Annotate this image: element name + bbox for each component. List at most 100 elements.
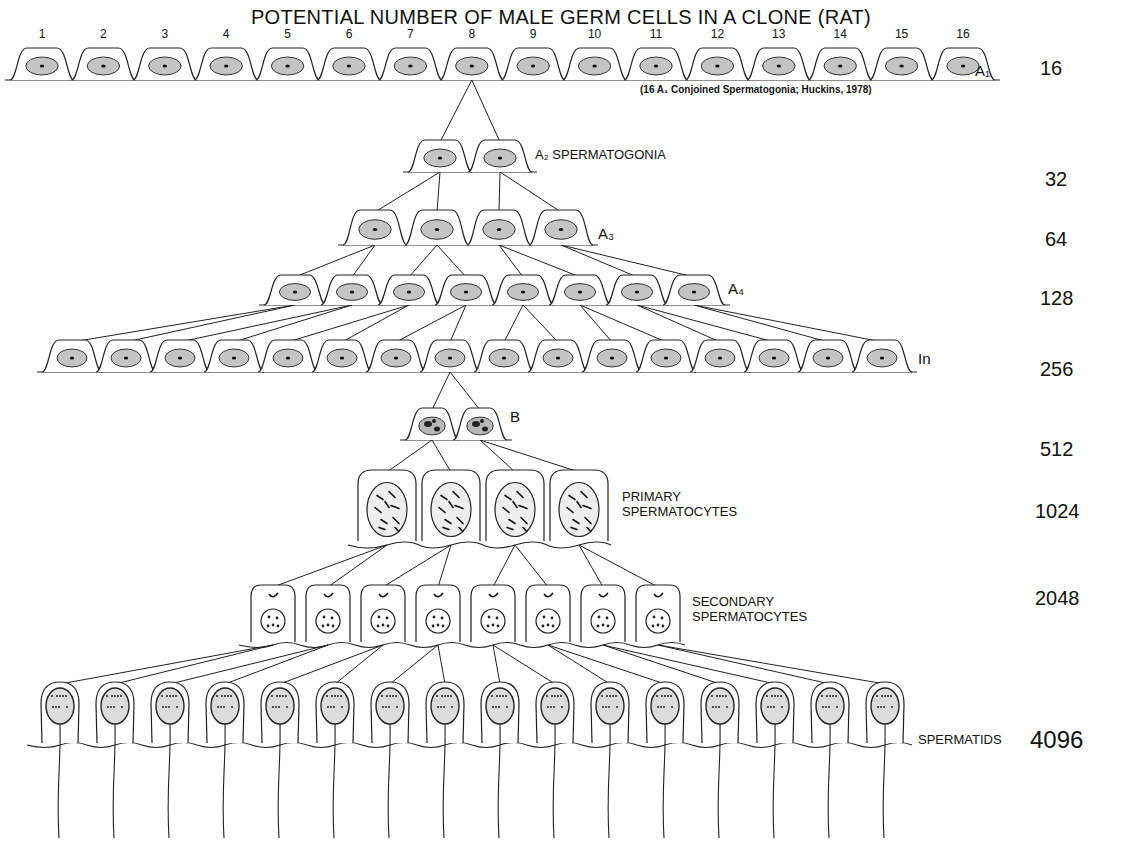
stipple-dot <box>671 706 673 708</box>
nucleus <box>701 57 733 75</box>
chromosome-mark <box>517 492 523 498</box>
cell-count: 16 <box>1040 57 1062 80</box>
lineage-line <box>234 305 352 342</box>
cell-row <box>259 275 730 305</box>
nucleus <box>507 284 538 301</box>
nucleolus <box>578 290 582 293</box>
nucleolus <box>124 356 128 359</box>
stipple-dot <box>777 695 779 697</box>
chromosome-mark <box>583 506 591 509</box>
stage-label: SPERMATIDS <box>918 733 1002 748</box>
stipple-dot <box>612 695 614 697</box>
nucleolus <box>448 356 452 359</box>
stipple-dot <box>561 706 563 708</box>
chromatin-dot <box>322 625 325 628</box>
nucleus <box>543 349 573 367</box>
nucleus <box>336 284 367 301</box>
nucleus <box>165 349 195 367</box>
lineage-line <box>493 545 515 587</box>
lineage-line <box>658 645 885 684</box>
stipple-dot <box>774 695 776 697</box>
cell-row <box>403 140 537 172</box>
stipple-dot <box>502 695 504 697</box>
stage-label: B <box>510 408 520 425</box>
chromosome-mark <box>443 528 449 530</box>
stipple-dot <box>821 695 823 697</box>
chromosome-mark <box>375 508 381 513</box>
stipple-dot <box>395 695 397 697</box>
chromosome-mark <box>513 502 517 508</box>
cell-count: 256 <box>1040 358 1073 381</box>
stipple-dot <box>829 695 831 697</box>
chromatin-dot <box>657 624 660 627</box>
chromosome-mark <box>505 496 511 500</box>
lineage-line <box>450 372 480 410</box>
stipple-dot <box>223 706 225 708</box>
nucleus <box>467 417 493 435</box>
stipple-dot <box>286 706 288 708</box>
stipple-dot <box>547 706 549 708</box>
flagellum <box>168 724 170 838</box>
lineage-line <box>548 645 610 684</box>
chromatin-dot <box>606 617 609 620</box>
nucleus <box>484 149 516 167</box>
cell-outline <box>317 48 381 80</box>
stipple-dot <box>216 695 218 697</box>
stipple-dot <box>605 706 607 708</box>
lineage-line <box>72 305 295 342</box>
cell-outline <box>582 340 642 372</box>
stipple-dot <box>836 706 838 708</box>
spermatid-head <box>156 688 184 724</box>
cell-count: 4096 <box>1030 726 1083 754</box>
chromosome-mark <box>395 528 399 532</box>
stipple-dot <box>780 695 782 697</box>
cell-outline <box>204 340 264 372</box>
cell-number: 12 <box>711 28 724 42</box>
spermatid-head <box>541 688 569 724</box>
lineage-line <box>280 645 383 684</box>
stipple-dot <box>330 706 332 708</box>
nucleus <box>824 57 856 75</box>
golgi-mark <box>379 593 388 597</box>
nucleus <box>435 349 465 367</box>
golgi-mark <box>599 593 608 597</box>
lineage-line <box>328 545 387 587</box>
cell-number: 9 <box>530 28 537 42</box>
chromatin-dot <box>602 624 605 627</box>
chromatin-dot <box>542 625 545 628</box>
spermatocyte-outline <box>526 585 570 642</box>
chromosome-mark <box>509 520 515 524</box>
golgi-mark <box>489 593 498 597</box>
stipple-dot <box>716 695 718 697</box>
nucleolus <box>838 64 842 67</box>
chromatin-dot <box>662 625 665 628</box>
stipple-dot <box>606 695 608 697</box>
stipple-dot <box>506 706 508 708</box>
membrane-line <box>27 743 912 748</box>
chromatin-dot <box>276 617 279 620</box>
stipple-dot <box>381 695 383 697</box>
chromatin-dot <box>386 617 389 620</box>
chromatin-dot <box>272 624 275 627</box>
stipple-dot <box>341 706 343 708</box>
stipple-dot <box>773 706 775 708</box>
stipple-dot <box>715 706 717 708</box>
nucleus <box>705 349 735 367</box>
stipple-dot <box>560 695 562 697</box>
chromatin-dot <box>597 625 600 628</box>
nucleolus <box>880 356 884 359</box>
nucleus <box>483 220 515 240</box>
chromatin <box>482 427 488 432</box>
nucleolus <box>438 156 442 159</box>
chromosome-mark <box>571 528 577 530</box>
lineage-line <box>390 645 438 684</box>
cell-outline <box>529 210 593 245</box>
nucleolus <box>654 64 658 67</box>
nucleus <box>545 220 577 240</box>
stage-label: A₄ <box>728 280 744 297</box>
flagellum <box>718 724 720 838</box>
chromatin-dot <box>661 617 664 620</box>
cell-outline <box>636 340 696 372</box>
cell-outline <box>264 275 326 305</box>
